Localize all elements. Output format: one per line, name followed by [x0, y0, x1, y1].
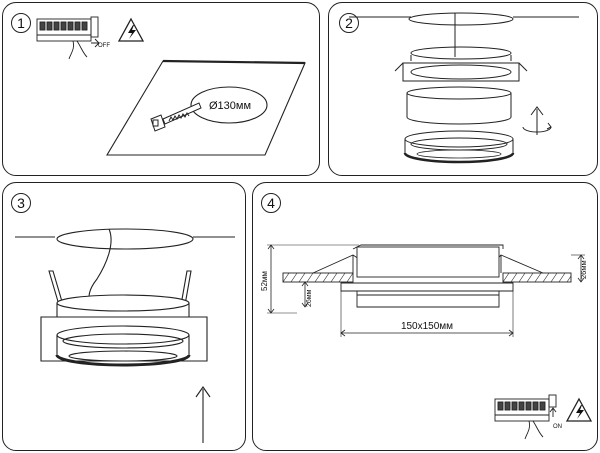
frame-size-label: 150x150мм [401, 321, 453, 332]
bezel-ring [403, 130, 515, 164]
step-4-panel: 4 52мм 26мм [252, 182, 598, 451]
ceiling-panel [106, 60, 306, 156]
step-number-4: 4 [261, 193, 281, 213]
step-1-panel: 1 OFF Ø130мм [2, 2, 320, 176]
step-number-3: 3 [11, 193, 31, 213]
step-2-drawing [349, 12, 579, 164]
total-height-label: 52мм [260, 271, 269, 291]
up-arrow-icon [530, 106, 544, 135]
step-2-panel: 2 [328, 2, 598, 176]
square-frame [394, 46, 528, 82]
electric-hazard-icon [565, 397, 593, 422]
switch-on-label: ON [553, 424, 562, 430]
up-arrow-icon [195, 386, 211, 443]
switch-off-label: OFF [98, 43, 110, 49]
cutout-diameter-label: Ø130мм [209, 100, 251, 112]
ceiling-section-left [282, 272, 354, 283]
rotate-arrow-icon [522, 122, 552, 133]
ceiling-cutout [56, 228, 194, 250]
step-4-drawing: 52мм 26мм 26мм [260, 244, 593, 440]
step-3-drawing [15, 228, 235, 443]
cutout-hole [190, 86, 268, 124]
power-switch-icon [494, 394, 557, 440]
inner-ring [406, 86, 512, 125]
power-switch-icon [36, 16, 100, 60]
step-1-drawing: OFF Ø130мм [36, 16, 306, 156]
electric-hazard-icon [117, 17, 145, 42]
step-number-2: 2 [339, 13, 359, 33]
left-depth-label: 26мм [306, 289, 313, 307]
bezel-ring [55, 325, 191, 367]
right-depth-label: 26мм [579, 260, 588, 279]
step-3-panel: 3 [2, 182, 246, 451]
ceiling-section-right [502, 272, 572, 283]
ceiling-cutout [408, 12, 514, 26]
step-number-1: 1 [11, 13, 31, 33]
key-icon [150, 102, 202, 132]
fixture-section [312, 244, 544, 308]
